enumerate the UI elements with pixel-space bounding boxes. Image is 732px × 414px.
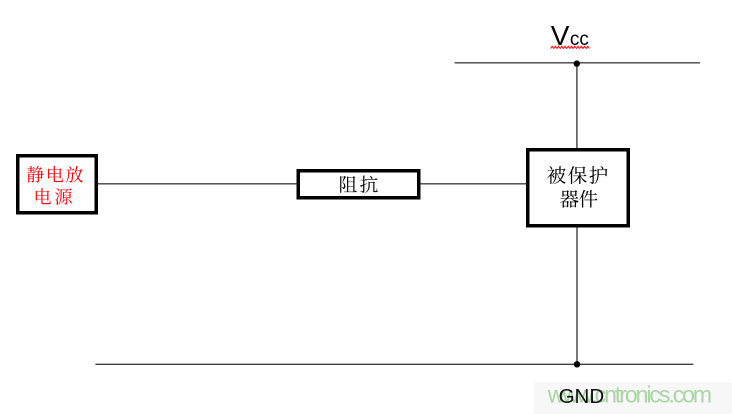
svg-text:V: V <box>551 20 570 51</box>
svg-text:www.cntronics.com: www.cntronics.com <box>547 382 712 408</box>
svg-text:GND: GND <box>559 385 605 408</box>
svg-text:cc: cc <box>570 29 589 50</box>
